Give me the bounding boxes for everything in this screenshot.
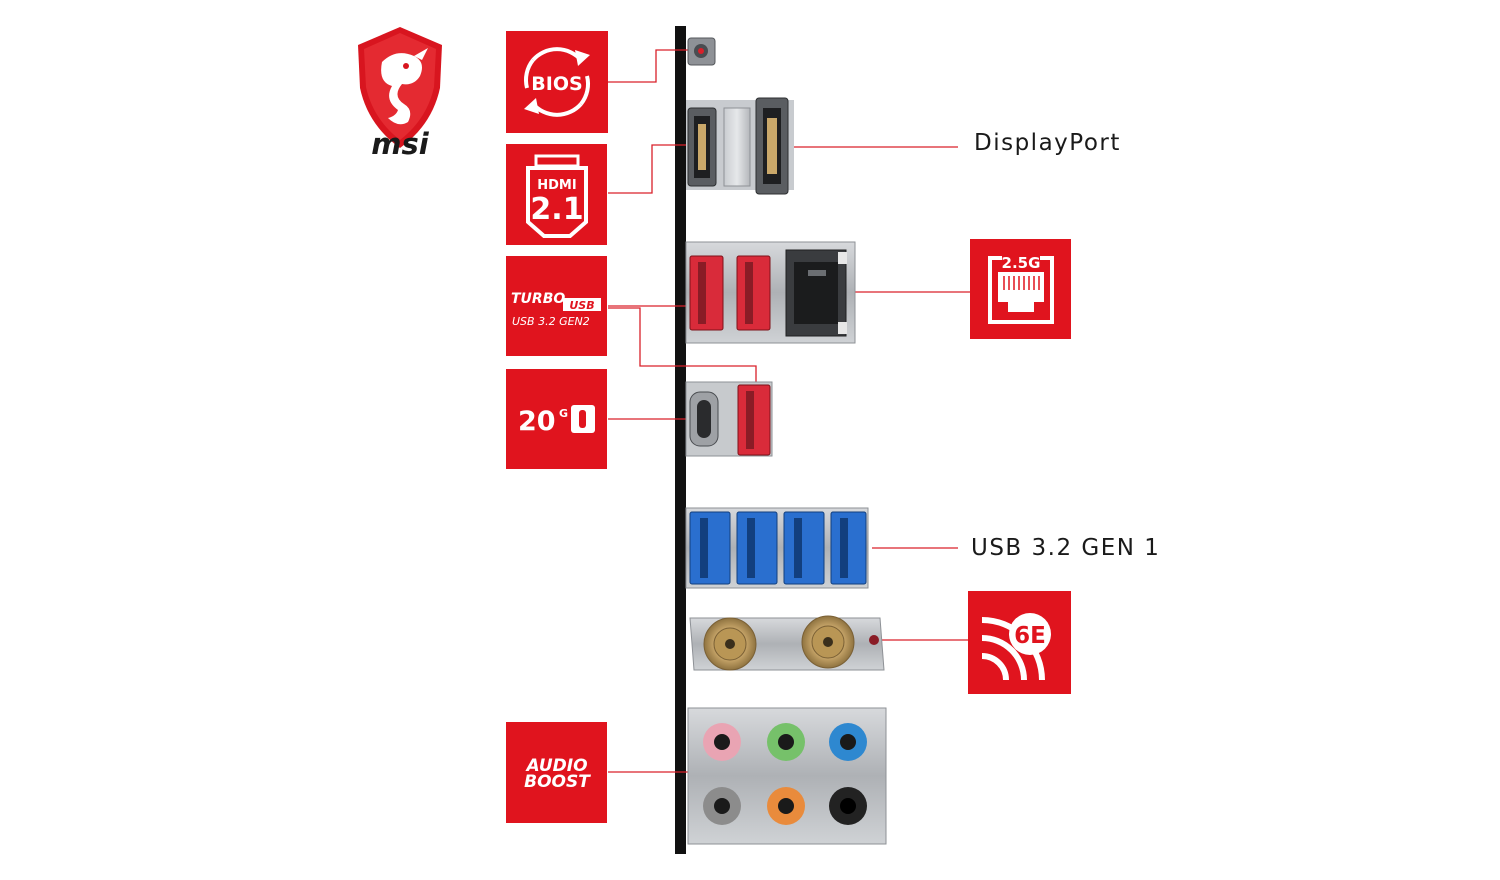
usb-gen1-port-3[interactable]: [783, 511, 825, 585]
audio-jack-grey[interactable]: [703, 787, 741, 825]
wifi-badge: 6E: [968, 591, 1071, 694]
usb-gen1-port-4[interactable]: [830, 511, 867, 585]
turbo-usb-line2: USB: [569, 299, 594, 312]
usb-c-block: [685, 381, 773, 457]
usb-gen2-lan-block: [685, 241, 856, 344]
bios-line: [608, 49, 700, 83]
hdmi-badge-line1: HDMI: [537, 178, 576, 193]
displayport-label: DisplayPort: [974, 130, 1121, 156]
hdmi-badge-line2: 2.1: [530, 192, 583, 227]
lan-badge-text: 2.5G: [1002, 254, 1041, 272]
antenna-connector-2[interactable]: [801, 615, 855, 669]
antenna-connector-1[interactable]: [703, 617, 757, 671]
audio-boost-badge: AUDIO BOOST: [506, 722, 607, 823]
audio-jack-green[interactable]: [767, 723, 805, 761]
bios-badge-text: BIOS: [531, 73, 582, 95]
usb-gen2-port-1[interactable]: [689, 255, 724, 331]
turbo-usb-line1: TURBO: [511, 291, 565, 307]
turbo-usb-line-2: [608, 307, 757, 382]
refresh-arrow-icon: [524, 98, 539, 114]
bios-flashback-button[interactable]: [687, 37, 716, 66]
usb-gen1-label: USB 3.2 GEN 1: [971, 535, 1161, 561]
audio-jack-black[interactable]: [829, 787, 867, 825]
usb-gen1-port-1[interactable]: [689, 511, 731, 585]
audio-jack-orange[interactable]: [767, 787, 805, 825]
audio-jack-pink[interactable]: [703, 723, 741, 761]
usb-20g-superscript: G: [559, 407, 568, 420]
audio-block: [687, 707, 887, 845]
audio-jack-blue[interactable]: [829, 723, 867, 761]
msi-logo: msi: [358, 27, 442, 161]
backplate-bar: [675, 26, 686, 854]
audio-boost-line2: BOOST: [524, 772, 591, 792]
dragon-shield-icon: [358, 27, 442, 148]
refresh-arrow-icon: [575, 50, 590, 66]
bios-badge: BIOS: [506, 31, 608, 133]
hdmi-plug-icon: [526, 166, 588, 238]
hdmi-line: [608, 144, 700, 194]
usb-20g-text: 20: [518, 406, 556, 437]
usb-gen1-port-2[interactable]: [736, 511, 778, 585]
turbo-usb-line3: USB 3.2 GEN2: [512, 315, 590, 328]
wifi-antenna-block: [689, 615, 885, 671]
audio-boost-line1: AUDIO: [524, 756, 587, 776]
usb-gen2-port-2[interactable]: [736, 255, 771, 331]
usb-gen1-block: [685, 507, 869, 589]
lan-badge: 2.5G: [970, 239, 1071, 339]
usb-20g-badge: 20 G: [506, 369, 607, 469]
hdmi-dp-ports: [686, 97, 794, 195]
turbo-usb-badge: TURBO USB USB 3.2 GEN2: [506, 256, 607, 356]
hdmi-badge: HDMI 2.1: [506, 144, 607, 245]
msi-wordmark: msi: [371, 127, 429, 161]
wifi-badge-text: 6E: [1014, 623, 1046, 649]
